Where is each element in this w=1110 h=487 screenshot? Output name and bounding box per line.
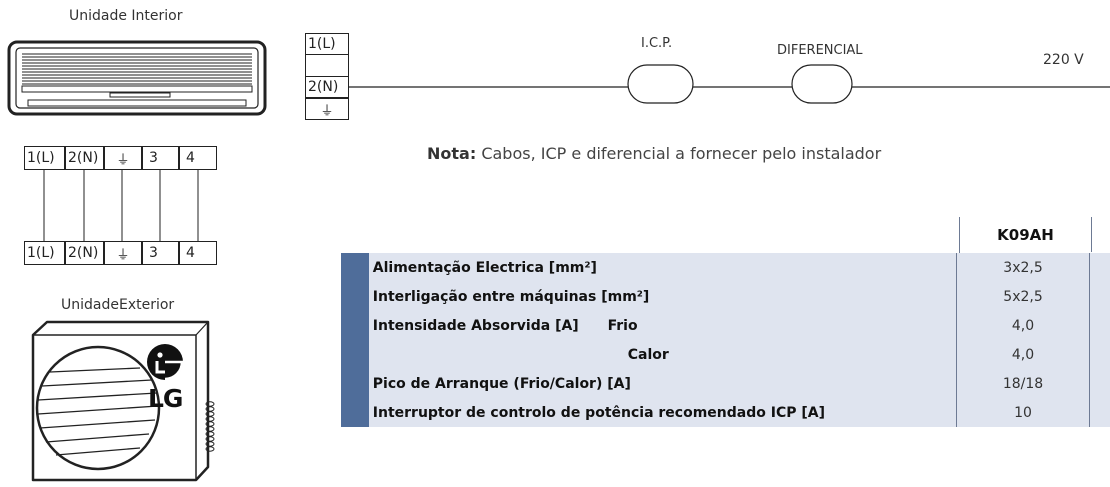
outdoor-unit-icon [31, 320, 215, 482]
outdoor-terminal-1: 1(L) [24, 241, 65, 265]
note-bold: Nota: [427, 144, 477, 163]
table-row: Alimentação Electrica [mm²] 3x2,5 [341, 253, 1110, 282]
installer-note: Nota: Cabos, ICP e diferencial a fornece… [427, 144, 881, 163]
row-name: Interligação entre máquinas [mm²] [368, 282, 957, 311]
row-name: Pico de Arranque (Frio/Calor) [A] [368, 369, 957, 398]
outdoor-terminal-3: 3 [142, 241, 179, 265]
row-value: 10 [955, 398, 1091, 427]
supply-line [349, 64, 1110, 104]
diferencial-label: DIFERENCIAL [777, 43, 863, 58]
indoor-unit-icon [7, 40, 267, 116]
indoor-terminal-ground: ⏚ [104, 146, 142, 170]
table-row: Interligação entre máquinas [mm²] 5x2,5 [341, 282, 1110, 311]
outdoor-terminal-ground: ⏚ [104, 241, 142, 265]
indoor-terminal-3: 3 [142, 146, 179, 170]
voltage-label: 220 V [1043, 52, 1084, 68]
diferencial-symbol [791, 64, 853, 104]
indoor-unit-label: Unidade Interior [69, 8, 183, 24]
table-row: Calor 4,0 [341, 340, 1110, 369]
row-subname: Frio [607, 317, 638, 334]
outdoor-terminal-4: 4 [179, 241, 217, 265]
supply-block-outline [305, 33, 349, 120]
supply-terminal-n: 2(N) [305, 76, 349, 98]
brand-logo-text: LG [148, 384, 183, 413]
table-row: Interruptor de controlo de potência reco… [341, 398, 1110, 427]
row-value: 4,0 [955, 340, 1091, 369]
icp-symbol [627, 64, 694, 104]
indoor-terminal-4: 4 [179, 146, 217, 170]
row-value: 4,0 [955, 311, 1091, 340]
indoor-terminal-1: 1(L) [24, 146, 65, 170]
table-row: Pico de Arranque (Frio/Calor) [A] 18/18 [341, 369, 1110, 398]
row-value: 18/18 [955, 369, 1091, 398]
row-name: Intensidade Absorvida [A] [372, 317, 579, 334]
icp-label: I.C.P. [641, 36, 673, 51]
interconnection-wires [43, 170, 199, 241]
row-name: Interruptor de controlo de potência reco… [368, 398, 957, 427]
specs-table: Alimentação Electrica [mm²] 3x2,5 Interl… [341, 253, 1110, 427]
row-subname: Calor [627, 346, 669, 363]
outdoor-unit-label: UnidadeExterior [61, 297, 175, 313]
column-header: K09AH [959, 217, 1092, 252]
row-name: Alimentação Electrica [mm²] [368, 253, 957, 282]
row-value: 5x2,5 [955, 282, 1091, 311]
note-text: Cabos, ICP e diferencial a fornecer pelo… [481, 144, 882, 163]
outdoor-terminal-2: 2(N) [65, 241, 104, 265]
table-row: Intensidade Absorvida [A] Frio 4,0 [341, 311, 1110, 340]
indoor-terminal-2: 2(N) [65, 146, 104, 170]
lg-logo-icon [147, 344, 184, 381]
row-value: 3x2,5 [955, 253, 1091, 282]
